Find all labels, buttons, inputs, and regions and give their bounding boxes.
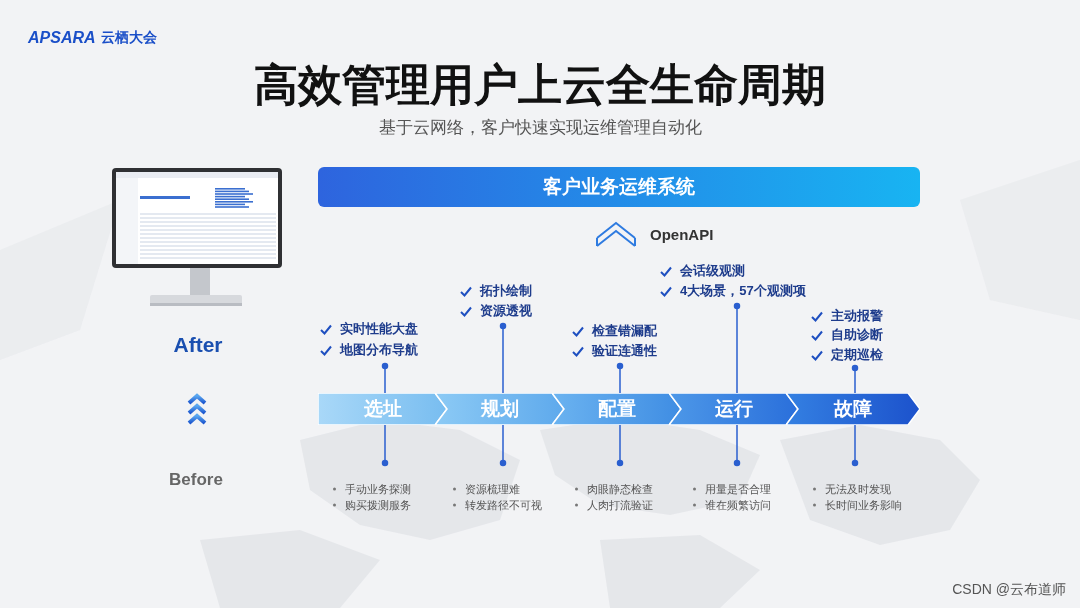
check-mark	[460, 306, 472, 317]
label: Before	[169, 470, 223, 490]
logo-text: 云栖大会	[101, 29, 157, 47]
stage-chevron: 配置	[552, 393, 681, 425]
before-item: 无法及时发现	[813, 482, 891, 497]
check-mark	[572, 346, 584, 357]
after-item: 资源透视	[460, 302, 532, 320]
after-item: 会话级观测	[660, 262, 745, 280]
after-item: 检查错漏配	[572, 322, 657, 340]
before-item: 肉眼静态检查	[575, 482, 653, 497]
item-text: 用量是否合理	[705, 482, 771, 497]
check-mark	[811, 350, 823, 361]
item-text: 检查错漏配	[592, 322, 657, 340]
after-item: 验证连通性	[572, 342, 657, 360]
item-text: 会话级观测	[680, 262, 745, 280]
before-item: 谁在频繁访问	[693, 498, 771, 513]
item-text: 4大场景，57个观测项	[680, 282, 806, 300]
stage-chevron: 运行	[669, 393, 798, 425]
item-text: 手动业务探测	[345, 482, 411, 497]
node-label: 运行	[715, 396, 753, 422]
node-label: 客户业务运维系统	[543, 174, 695, 200]
bullet-dot	[575, 504, 578, 507]
item-text: 肉眼静态检查	[587, 482, 653, 497]
leader-lines	[383, 304, 858, 466]
item-text: 人肉打流验证	[587, 498, 653, 513]
check-mark	[811, 330, 823, 341]
node-label: 故障	[834, 396, 872, 422]
after-item: 主动报警	[811, 307, 883, 325]
before-item: 资源梳理难	[453, 482, 520, 497]
item-text: 地图分布导航	[340, 341, 418, 359]
item-text: 资源透视	[480, 302, 532, 320]
after-item: 定期巡检	[811, 346, 883, 364]
up-chevrons	[189, 396, 205, 423]
item-text: 无法及时发现	[825, 482, 891, 497]
bullet-dot	[453, 488, 456, 491]
item-text: 谁在频繁访问	[705, 498, 771, 513]
item-text: 主动报警	[831, 307, 883, 325]
check-mark	[320, 345, 332, 356]
world-map	[0, 160, 1080, 608]
item-text: 自助诊断	[831, 326, 883, 344]
bullet-dot	[693, 488, 696, 491]
item-text: 拓扑绘制	[480, 282, 532, 300]
system-bar: 客户业务运维系统	[318, 167, 920, 207]
logo-text: APSARA	[28, 29, 96, 47]
monitor-illustration	[112, 168, 282, 306]
after-item: 4大场景，57个观测项	[660, 282, 806, 300]
bullet-dot	[575, 488, 578, 491]
after-item: 拓扑绘制	[460, 282, 532, 300]
before-item: 长时间业务影响	[813, 498, 902, 513]
label: OpenAPI	[650, 226, 713, 243]
stage-chevron: 选址	[318, 393, 447, 425]
watermark: CSDN @云布道师	[952, 581, 1066, 599]
item-text: 实时性能大盘	[340, 320, 418, 338]
after-item: 自助诊断	[811, 326, 883, 344]
bullet-dot	[333, 504, 336, 507]
check-mark	[572, 326, 584, 337]
check-mark	[320, 324, 332, 335]
check-mark	[811, 311, 823, 322]
bullet-dot	[333, 488, 336, 491]
bullet-dot	[453, 504, 456, 507]
check-mark	[660, 266, 672, 277]
before-item: 用量是否合理	[693, 482, 771, 497]
openapi-arrow-icon	[597, 223, 635, 246]
slide-title: 高效管理用户上云全生命周期	[254, 56, 826, 115]
node-label: 规划	[481, 396, 519, 422]
node-label: 配置	[598, 396, 636, 422]
label: 基于云网络，客户快速实现运维管理自动化	[379, 116, 702, 139]
item-text: 长时间业务影响	[825, 498, 902, 513]
before-item: 手动业务探测	[333, 482, 411, 497]
bullet-dot	[813, 504, 816, 507]
after-item: 地图分布导航	[320, 341, 418, 359]
node-label: 选址	[364, 396, 402, 422]
bullet-dot	[813, 488, 816, 491]
item-text: 购买拨测服务	[345, 498, 411, 513]
bullet-dot	[693, 504, 696, 507]
item-text: 转发路径不可视	[465, 498, 542, 513]
item-text: 资源梳理难	[465, 482, 520, 497]
stage-chevron: 故障	[786, 393, 920, 425]
item-text: 定期巡检	[831, 346, 883, 364]
label: After	[173, 333, 222, 357]
before-item: 购买拨测服务	[333, 498, 411, 513]
item-text: 验证连通性	[592, 342, 657, 360]
check-mark	[660, 286, 672, 297]
stage-chevron: 规划	[435, 393, 564, 425]
after-item: 实时性能大盘	[320, 320, 418, 338]
before-item: 转发路径不可视	[453, 498, 542, 513]
check-mark	[460, 286, 472, 297]
before-item: 人肉打流验证	[575, 498, 653, 513]
